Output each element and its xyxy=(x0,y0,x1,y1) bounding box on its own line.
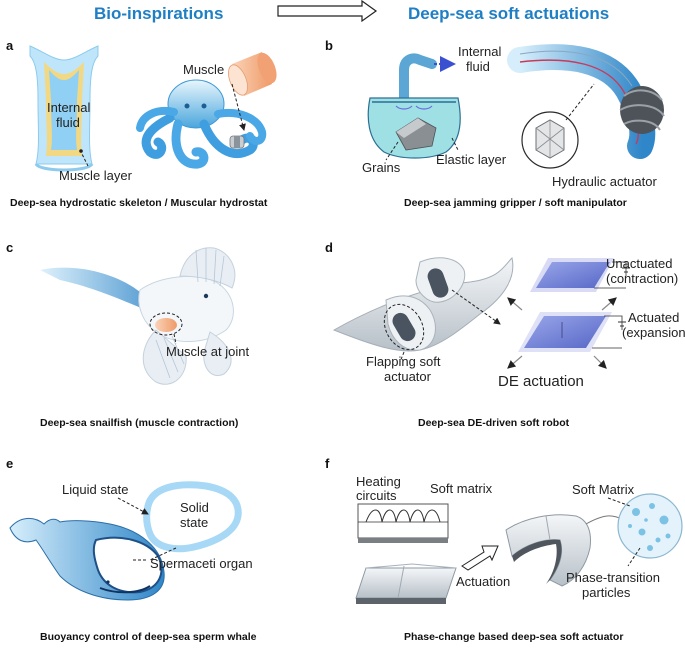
label-actuated-line2: (expansion) xyxy=(622,325,685,340)
panel-f: f Heating circuits Soft matrix Actuation xyxy=(325,456,683,643)
label-actuated-line1: Actuated xyxy=(628,310,679,325)
panel-a-letter: a xyxy=(6,38,14,53)
label-elastic-layer: Elastic layer xyxy=(436,152,507,167)
panel-c-caption: Deep-sea snailfish (muscle contraction) xyxy=(40,417,238,429)
label-heating-line1: Heating xyxy=(356,474,401,489)
label-heating-line2: circuits xyxy=(356,488,397,503)
label-flapping-soft-actuator-line1: Flapping soft xyxy=(366,354,441,369)
header-right-title: Deep-sea soft actuations xyxy=(408,4,609,23)
solid-state-shape: Solid state xyxy=(143,481,242,553)
label-muscle: Muscle xyxy=(183,62,224,77)
label-phase-transition-line1: Phase-transition xyxy=(566,570,660,585)
panel-a-caption: Deep-sea hydrostatic skeleton / Muscular… xyxy=(10,197,268,209)
panel-c-letter: c xyxy=(6,240,13,255)
hydrostatic-skeleton-illustration: Internal fluid Muscle layer xyxy=(29,45,133,183)
label-unactuated-line1: Unactuated xyxy=(606,256,673,271)
panel-d-letter: d xyxy=(325,240,333,255)
label-phase-transition-line2: particles xyxy=(582,585,631,600)
header-left-title: Bio-inspirations xyxy=(94,4,223,23)
label-muscle-layer: Muscle layer xyxy=(59,168,133,183)
de-unactuated-plate xyxy=(530,258,630,292)
muscle-cylinder xyxy=(228,52,277,96)
label-internal-fluid-line2: fluid xyxy=(56,115,80,130)
octopus-illustration: Muscle xyxy=(136,52,277,169)
actuation-arrow xyxy=(461,545,499,571)
panel-c: c Muscle at joint Deep-sea snailfish (mu… xyxy=(6,240,249,429)
label-flapping-soft-actuator-line2: actuator xyxy=(384,369,432,384)
snailfish-illustration: Muscle at joint xyxy=(40,247,249,385)
label-solid-line1: Solid xyxy=(180,500,209,515)
label-liquid-state: Liquid state xyxy=(62,482,129,497)
label-solid-line2: state xyxy=(180,515,208,530)
label-hydraulic-actuator: Hydraulic actuator xyxy=(552,174,657,189)
soft-matrix-particles-circle xyxy=(617,493,683,559)
label-internal-fluid-line1: Internal xyxy=(47,100,90,115)
panel-e: e Spermaceti organ Solid state Liquid st… xyxy=(6,456,257,643)
heating-circuit-illustration xyxy=(357,503,449,543)
panel-f-caption: Phase-change based deep-sea soft actuato… xyxy=(404,631,623,643)
panel-e-letter: e xyxy=(6,456,13,471)
label-internal-fluid-line2-b: fluid xyxy=(466,59,490,74)
label-muscle-at-joint: Muscle at joint xyxy=(166,344,249,359)
label-de-actuation: DE actuation xyxy=(498,373,584,390)
de-actuated-plate xyxy=(507,297,626,369)
label-spermaceti-organ: Spermaceti organ xyxy=(150,556,253,571)
label-unactuated-line2: (contraction) xyxy=(606,271,678,286)
panel-b-letter: b xyxy=(325,38,333,53)
sperm-whale-illustration: Spermaceti organ xyxy=(9,518,253,601)
hydraulic-manipulator-illustration: Hydraulic actuator xyxy=(507,44,665,189)
panel-a: a Internal fluid Muscle layer xyxy=(6,38,277,209)
panel-b-caption: Deep-sea jamming gripper / soft manipula… xyxy=(404,197,627,209)
panel-d: d Unactuated (contraction) xyxy=(325,240,685,429)
panel-d-caption: Deep-sea DE-driven soft robot xyxy=(418,417,570,429)
label-soft-matrix-lower: Soft matrix xyxy=(430,481,493,496)
header-arrow xyxy=(277,0,378,23)
jamming-gripper-illustration: Internal fluid Grains Elastic layer xyxy=(362,44,507,175)
panel-e-caption: Buoyancy control of deep-sea sperm whale xyxy=(40,631,257,643)
label-actuation: Actuation xyxy=(456,574,510,589)
panel-f-letter: f xyxy=(325,456,330,471)
panel-b: b Internal fluid Grains Elastic layer xyxy=(325,38,665,209)
label-internal-fluid-line1-b: Internal xyxy=(458,44,501,59)
manta-robot-illustration xyxy=(332,257,514,363)
label-grains: Grains xyxy=(362,160,401,175)
label-soft-matrix-upper: Soft Matrix xyxy=(572,482,635,497)
soft-actuator-straight xyxy=(355,563,457,604)
